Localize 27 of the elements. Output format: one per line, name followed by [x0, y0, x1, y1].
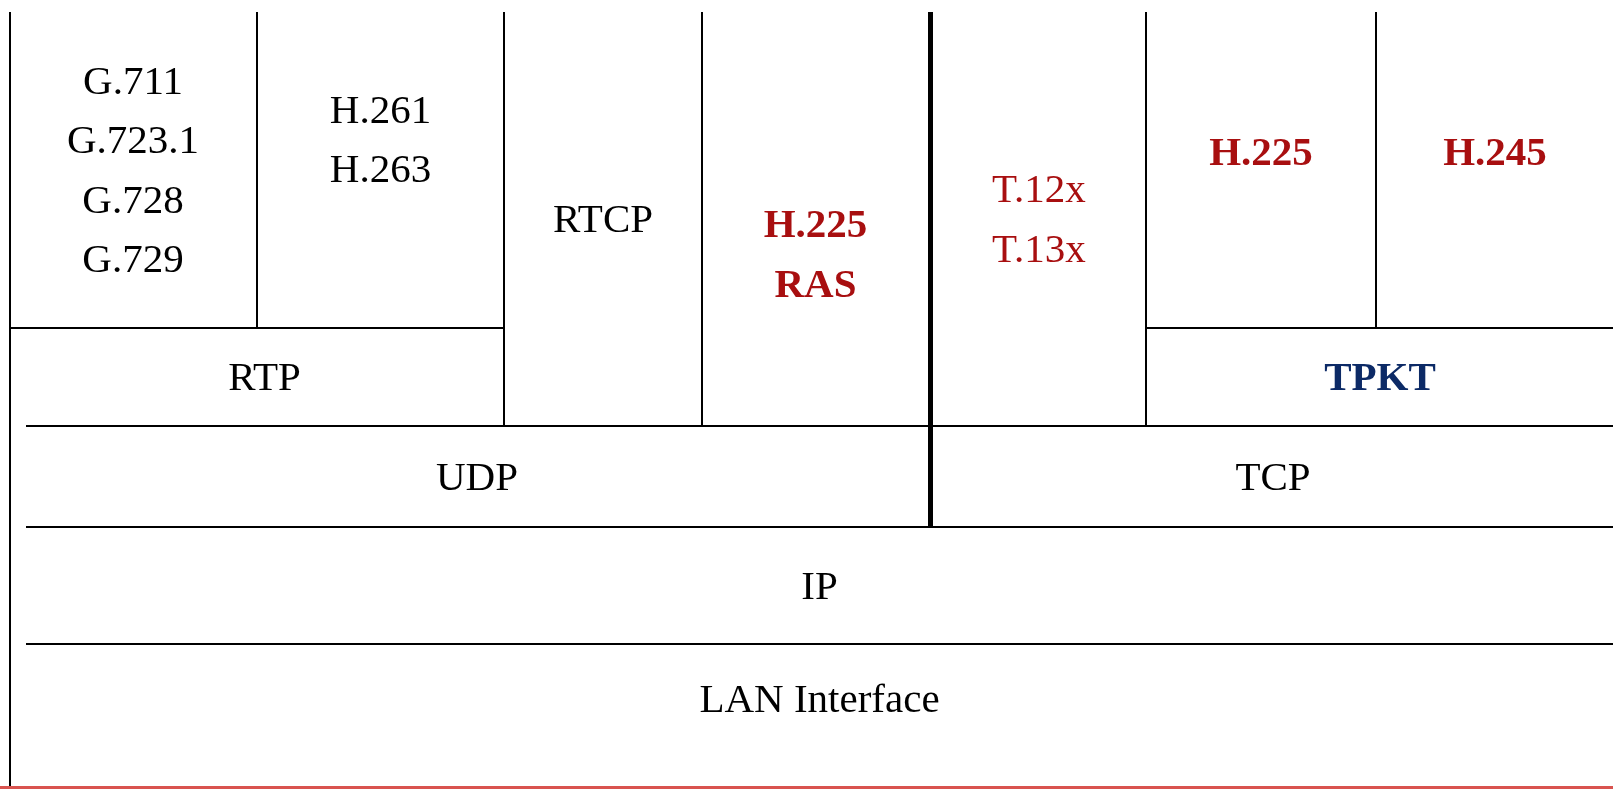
protocol-layer: [26, 427, 933, 528]
protocol-name: LAN Interface: [699, 674, 940, 723]
protocol-name: TCP: [1235, 451, 1311, 501]
protocol-name: H.261: [329, 85, 432, 134]
protocol-name: H.245: [1443, 127, 1547, 176]
protocol-name: TPKT: [1324, 352, 1436, 402]
protocol-cell: [10, 12, 258, 329]
protocol-name: G.723.1: [66, 115, 200, 165]
protocol-name: UDP: [436, 451, 518, 501]
protocol-name: RTCP: [552, 193, 654, 243]
protocol-name: G.729: [82, 233, 184, 283]
protocol-name: H.225: [763, 199, 868, 249]
protocol-name: IP: [801, 560, 838, 610]
protocol-cell: [703, 12, 933, 427]
protocol-name: G.728: [82, 174, 184, 224]
protocol-cell: [258, 12, 505, 329]
protocol-cell: [1147, 12, 1377, 329]
protocol-name: T.13x: [992, 223, 1086, 273]
protocol-cell: [505, 12, 703, 427]
protocol-name: RAS: [774, 258, 857, 308]
protocol-cell: [933, 12, 1147, 427]
protocol-name: G.711: [83, 55, 183, 105]
protocol-name: T.12x: [992, 164, 1086, 214]
protocol-name: H.225: [1209, 127, 1313, 176]
protocol-name: RTP: [228, 352, 301, 402]
protocol-cell: [26, 329, 505, 427]
protocol-name: H.263: [329, 144, 432, 194]
